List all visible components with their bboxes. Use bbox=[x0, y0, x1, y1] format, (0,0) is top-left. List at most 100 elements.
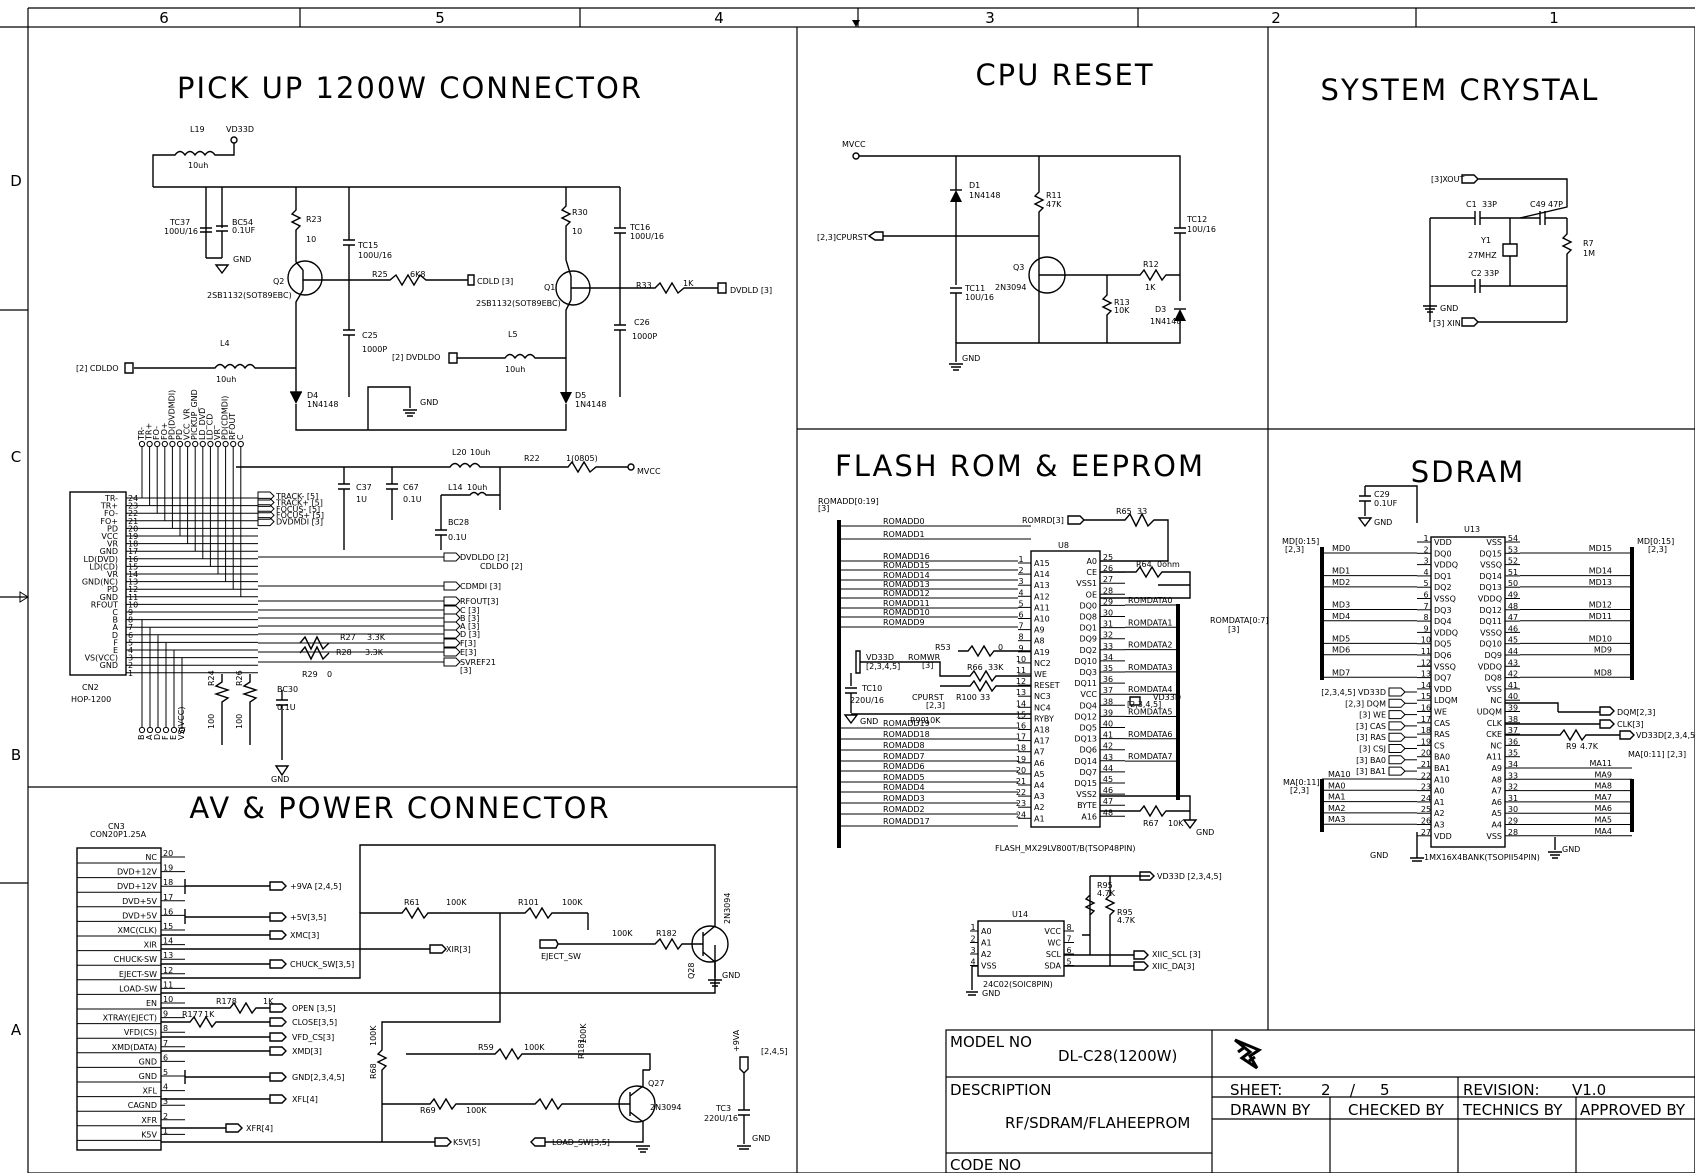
u14-pin-signal: A0 bbox=[981, 927, 992, 936]
flash-pin-number: 31 bbox=[1103, 620, 1113, 629]
cn2-pin-signal: VR bbox=[107, 570, 118, 579]
flash-pin-signal: NC3 bbox=[1034, 692, 1051, 701]
sdram-pin-number: 44 bbox=[1508, 647, 1518, 656]
svg-text:VD33D[2,3,4,5]: VD33D[2,3,4,5] bbox=[1636, 731, 1695, 740]
flash-pin-number: 43 bbox=[1103, 753, 1113, 762]
svg-text:R61: R61 bbox=[404, 898, 420, 907]
header-pin-label: A bbox=[145, 734, 154, 740]
pickup-port-label: DVDMDI [3] bbox=[276, 518, 323, 527]
svg-text:R29: R29 bbox=[302, 670, 318, 679]
svg-text:[2,3]: [2,3] bbox=[1648, 545, 1667, 554]
svg-text:TC10: TC10 bbox=[861, 684, 882, 693]
sdram-pin-number: 14 bbox=[1421, 681, 1431, 690]
flash-pin-signal: VSS1 bbox=[1076, 579, 1097, 588]
sdram-pin-number: 18 bbox=[1421, 726, 1431, 735]
pickup-port-list: TRACK- [5]TRACK+ [5]FOCUS- [5]FOCUS+ [5]… bbox=[257, 491, 324, 527]
flash-pin-signal: A16 bbox=[1081, 812, 1097, 821]
control-port-flag bbox=[1388, 710, 1406, 720]
sdram-pin-number: 29 bbox=[1508, 817, 1518, 826]
md-label: MD2 bbox=[1332, 578, 1350, 587]
flash-pin-signal: A0 bbox=[1086, 557, 1097, 566]
sdram-pin-signal: VDDQ bbox=[1434, 628, 1458, 637]
svg-text:47P: 47P bbox=[1548, 200, 1563, 209]
svg-text:XIIC_SCL [3]: XIIC_SCL [3] bbox=[1152, 950, 1201, 959]
flash-pin-signal: DQ6 bbox=[1079, 746, 1097, 755]
svg-text:TC3: TC3 bbox=[715, 1104, 731, 1113]
svg-text:4.7K: 4.7K bbox=[1097, 889, 1116, 898]
svg-text:GND: GND bbox=[1374, 518, 1392, 527]
svg-text:GND: GND bbox=[233, 255, 251, 264]
sdram-pin-signal: DQ10 bbox=[1479, 640, 1502, 649]
sdram-pin-number: 33 bbox=[1508, 771, 1518, 780]
address-label: ROMADD2 bbox=[883, 805, 925, 814]
sheet-total: 5 bbox=[1380, 1081, 1390, 1099]
ma-label: MA11 bbox=[1589, 759, 1612, 768]
address-label: ROMADD19 bbox=[883, 719, 930, 728]
sdram-pin-number: 30 bbox=[1508, 805, 1518, 814]
pickup-port-label: CDMDI [3] bbox=[460, 582, 501, 591]
model-label: MODEL NO bbox=[950, 1033, 1032, 1051]
cn3-pin-number: 13 bbox=[163, 951, 173, 960]
svg-text:XFR[4]: XFR[4] bbox=[246, 1124, 273, 1133]
svg-text:10K: 10K bbox=[1168, 819, 1184, 828]
svg-text:LOAD_SW[3,5]: LOAD_SW[3,5] bbox=[552, 1138, 610, 1147]
svg-text:D4: D4 bbox=[307, 391, 318, 400]
svg-text:ROMDATA[0:7]: ROMDATA[0:7] bbox=[1210, 616, 1268, 625]
svg-text:10: 10 bbox=[306, 235, 316, 244]
address-label: ROMADD8 bbox=[883, 741, 925, 750]
cn2-pin-signal: TR+ bbox=[100, 502, 118, 511]
svg-text:XMD[3]: XMD[3] bbox=[292, 1047, 322, 1056]
svg-text:MD[0:15]: MD[0:15] bbox=[1637, 537, 1674, 546]
md-label: MD6 bbox=[1332, 646, 1350, 655]
svg-text:XMC[3]: XMC[3] bbox=[290, 931, 319, 940]
cn3-pin-signal: K5V bbox=[141, 1130, 157, 1139]
svg-text:C26: C26 bbox=[634, 318, 650, 327]
svg-text:R33: R33 bbox=[636, 281, 652, 290]
col-label: 5 bbox=[435, 9, 445, 27]
sdram-pin-signal: BA0 bbox=[1434, 753, 1450, 762]
cn2-pin-signal: RFOUT bbox=[91, 600, 118, 609]
sdram-pin-number: 3 bbox=[1423, 557, 1428, 566]
cn3-pin-number: 2 bbox=[163, 1112, 168, 1121]
row-label: B bbox=[11, 746, 21, 764]
svg-text:R66: R66 bbox=[967, 663, 983, 672]
md-label: MD0 bbox=[1332, 544, 1350, 553]
pickup-port-flag bbox=[443, 657, 461, 667]
sdram-right-pins: 54VSS53DQ1552VSSQ51DQ1450DQ1349VDDQ48DQ1… bbox=[1477, 534, 1520, 841]
cn3-pin-signal: XTRAY(EJECT) bbox=[103, 1014, 157, 1023]
svg-text:2SB1132(SOT89EBC): 2SB1132(SOT89EBC) bbox=[476, 299, 561, 308]
sdram-pin-signal: DQ9 bbox=[1484, 651, 1502, 660]
svg-text:MD[0:15]: MD[0:15] bbox=[1282, 537, 1319, 546]
flash-pin-signal: A19 bbox=[1034, 648, 1050, 657]
address-label: ROMADD12 bbox=[883, 589, 930, 598]
flash-pin-signal: DQ0 bbox=[1079, 601, 1097, 610]
pickup-port-label: SVREF21 bbox=[460, 658, 496, 667]
flash-pin-number: 27 bbox=[1103, 575, 1113, 584]
svg-text:BC30: BC30 bbox=[277, 685, 298, 694]
header-pin bbox=[178, 726, 186, 734]
svg-text:GND: GND bbox=[271, 775, 289, 784]
code-label: CODE NO bbox=[950, 1156, 1021, 1173]
flash-pin-number: 48 bbox=[1103, 808, 1113, 817]
svg-text:R26: R26 bbox=[235, 670, 244, 686]
svg-text:U8: U8 bbox=[1058, 541, 1069, 550]
flash-pin-signal: NC2 bbox=[1034, 659, 1051, 668]
sdram-pin-number: 22 bbox=[1421, 771, 1431, 780]
sdram-control-ports: [2,3,4,5] VD33D[2,3] DQM[3] WE[3] CAS[3]… bbox=[1321, 687, 1417, 776]
flash-pin-number: 4 bbox=[1018, 588, 1023, 597]
control-port-label: [3] CAS bbox=[1356, 722, 1386, 731]
address-label: ROMADD16 bbox=[883, 552, 930, 561]
svg-text:L14: L14 bbox=[448, 483, 463, 492]
svg-text:1M: 1M bbox=[1583, 249, 1595, 258]
header-pin bbox=[154, 440, 161, 448]
flash-pin-signal: A15 bbox=[1034, 559, 1050, 568]
sdram-pin-signal: DQ1 bbox=[1434, 572, 1452, 581]
sdram-pin-signal: VSSQ bbox=[1480, 628, 1502, 637]
sdram-pin-signal: DQ15 bbox=[1479, 549, 1502, 558]
sdram-pin-number: 1 bbox=[1423, 534, 1428, 543]
sdram-pin-signal: VSSQ bbox=[1480, 561, 1502, 570]
header-pin-label: RFOUT bbox=[228, 413, 237, 440]
address-label: ROMADD15 bbox=[883, 561, 930, 570]
header-pin bbox=[192, 440, 199, 448]
svg-text:100U/16: 100U/16 bbox=[164, 227, 198, 236]
